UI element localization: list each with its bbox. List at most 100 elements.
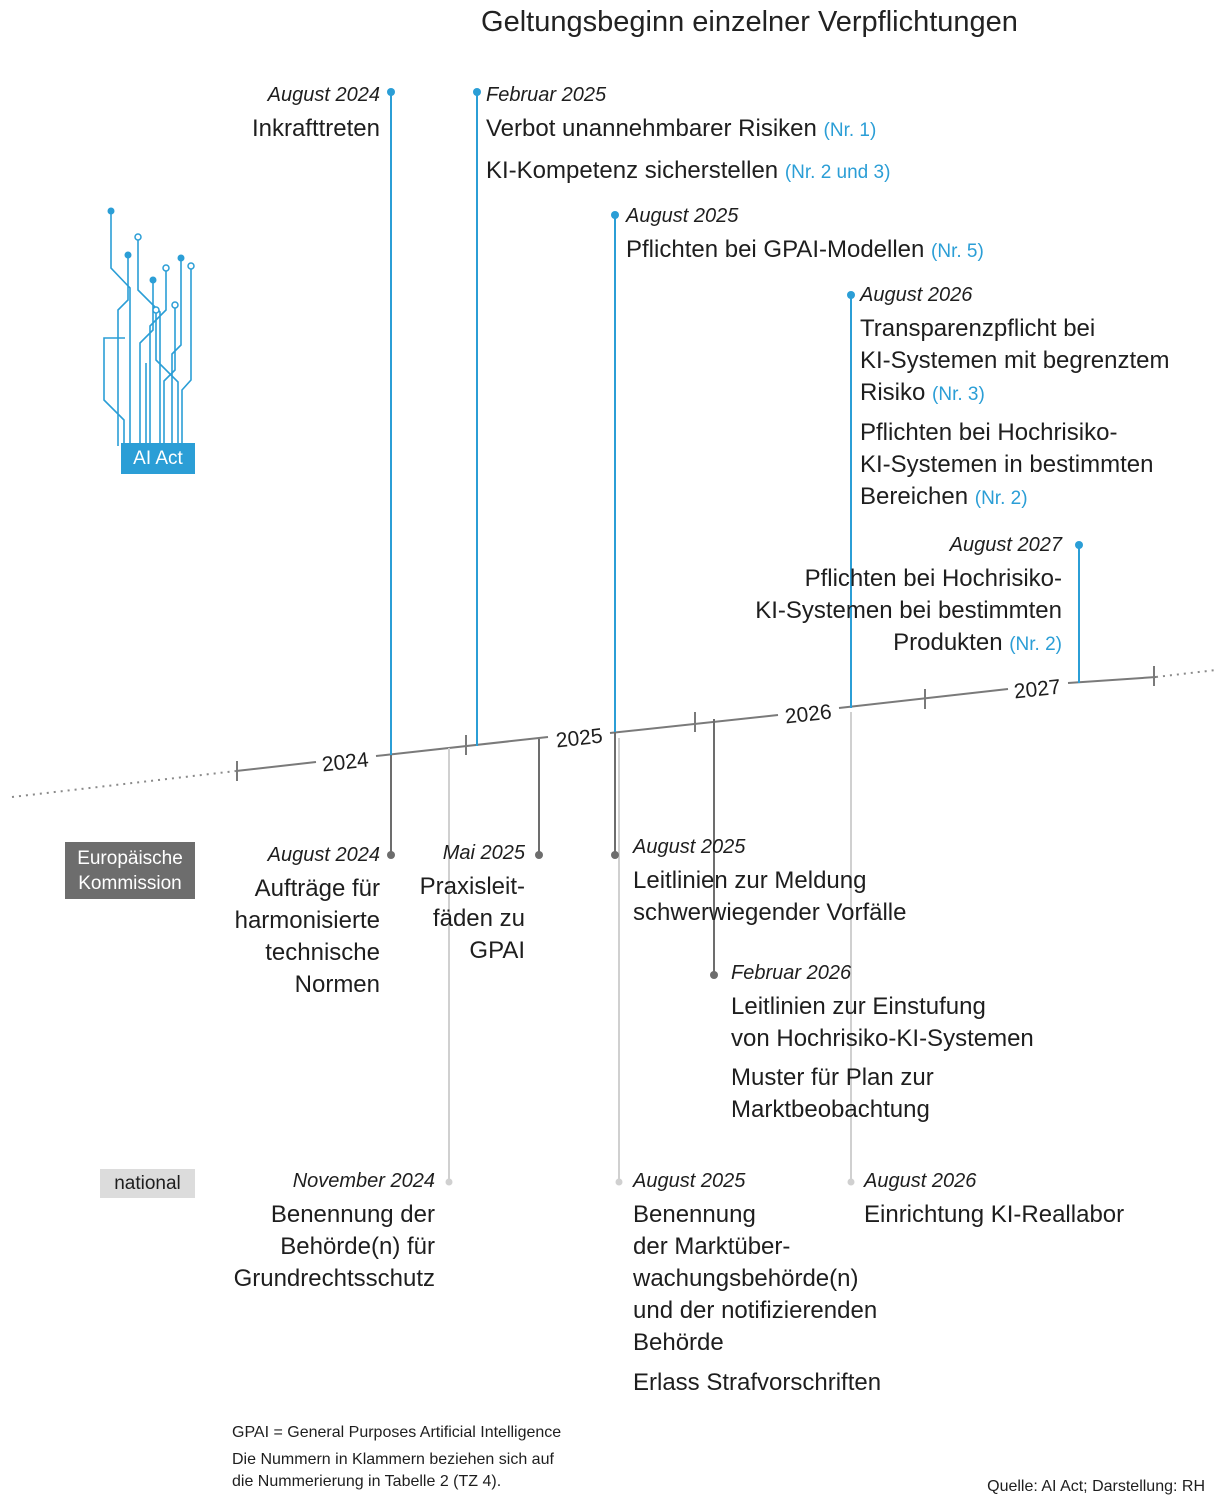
upper-text: KI-Kompetenz sicherstellen	[486, 157, 779, 184]
ec-connectors	[390, 719, 715, 973]
axis-dotted-right	[1155, 669, 1217, 678]
ec-date: August 2024	[267, 844, 380, 866]
upper-text-line: KI-Systemen bei bestimmten	[755, 597, 1062, 624]
upper-item: Pflichten bei Hochrisiko- KI-Systemen be…	[690, 563, 1062, 661]
upper-entry-feb-2025: Februar 2025 Verbot unannehmbarer Risike…	[486, 84, 890, 189]
footnotes: GPAI = General Purposes Artificial Intel…	[232, 1422, 561, 1493]
ec-text-line: harmonisierte	[234, 907, 380, 934]
row-tag-ec-label: Europäische Kommission	[77, 847, 183, 894]
national-item: Benennung der Marktüber- wachungsbehörde…	[633, 1199, 881, 1359]
row-tag-ec: Europäische Kommission	[65, 842, 195, 899]
footnote-numbers-line: Die Nummern in Klammern beziehen sich au…	[232, 1451, 554, 1468]
ai-act-logo: AI Act	[121, 443, 195, 474]
national-dot-nov-2024	[445, 1178, 453, 1186]
upper-text: Produkten	[893, 629, 1003, 656]
national-text-line: und der notifizierenden	[633, 1297, 878, 1324]
ec-dot-aug-2024	[387, 851, 395, 859]
ec-item: Leitlinien zur Einstufung von Hochrisiko…	[731, 991, 1034, 1055]
upper-text-line-with-ref: Bereichen (Nr. 2)	[860, 481, 1169, 515]
upper-text-line-with-ref: Produkten (Nr. 2)	[690, 627, 1062, 661]
upper-text-line: Transparenzpflicht bei	[860, 315, 1096, 342]
upper-text: Verbot unannehmbarer Risiken	[486, 115, 817, 142]
upper-ref: (Nr. 1)	[823, 120, 877, 141]
upper-dot-aug-2026	[847, 291, 855, 299]
upper-text: Risiko	[860, 379, 926, 406]
ec-text-line: schwerwiegender Vorfälle	[633, 899, 907, 926]
row-tag-national: national	[100, 1169, 195, 1198]
national-text-line: Behörde(n) für	[280, 1233, 435, 1260]
upper-item: Pflichten bei Hochrisiko- KI-Systemen in…	[860, 417, 1169, 515]
upper-entry-aug-2025: August 2025 Pflichten bei GPAI-Modellen …	[626, 205, 984, 268]
national-entry-nov-2024: November 2024 Benennung der Behörde(n) f…	[200, 1170, 435, 1295]
upper-entry-aug-2027: August 2027 Pflichten bei Hochrisiko- KI…	[690, 534, 1062, 661]
upper-text-line: Pflichten bei Hochrisiko-	[804, 565, 1062, 592]
national-text-line: Behörde	[633, 1329, 724, 1356]
ec-text-line: Praxisleit-	[419, 873, 525, 900]
ec-text-line: technische	[265, 939, 380, 966]
page-title: Geltungsbeginn einzelner Verpflichtungen	[481, 6, 1018, 38]
national-connectors	[448, 712, 852, 1180]
upper-connectors	[390, 92, 1080, 755]
national-text-line: Grundrechtsschutz	[233, 1265, 435, 1292]
footnote-numbers-line: die Nummerierung in Tabelle 2 (TZ 4).	[232, 1473, 502, 1490]
ec-entry-feb-2026: Februar 2026 Leitlinien zur Einstufung v…	[731, 962, 1034, 1126]
upper-text-line-with-ref: Risiko (Nr. 3)	[860, 377, 1169, 411]
year-label-2025: 2025	[554, 724, 604, 753]
national-date: August 2026	[864, 1170, 977, 1192]
national-text-line: Benennung	[633, 1201, 756, 1228]
ec-text-line: fäden zu	[432, 905, 525, 932]
upper-ref: (Nr. 5)	[931, 241, 984, 262]
upper-dot-feb-2025	[473, 88, 481, 96]
ec-dot-mai-2025	[535, 851, 543, 859]
national-entry-aug-2026: August 2026 Einrichtung KI-Reallabor	[864, 1170, 1124, 1231]
ec-text-line: Aufträge für	[254, 875, 380, 902]
ec-text-line: Normen	[294, 971, 380, 998]
ec-dot-feb-2026	[710, 971, 718, 979]
national-item: Erlass Strafvorschriften	[633, 1367, 881, 1399]
national-text-line: Benennung der	[270, 1201, 435, 1228]
upper-entry-aug-2026: August 2026 Transparenzpflicht bei KI-Sy…	[860, 284, 1169, 515]
ec-entry-mai-2025: Mai 2025 Praxisleit- fäden zu GPAI	[395, 842, 525, 967]
ec-entry-aug-2024: August 2024 Aufträge für harmonisierte t…	[180, 844, 380, 1001]
ec-dot-aug-2025	[611, 851, 619, 859]
national-date: August 2025	[633, 1170, 746, 1192]
upper-item: Pflichten bei GPAI-Modellen (Nr. 5)	[626, 234, 984, 268]
upper-dot-aug-2027	[1075, 541, 1083, 549]
ec-item: Muster für Plan zur Marktbeobachtung	[731, 1062, 1034, 1126]
row-tag-national-label: national	[114, 1173, 181, 1194]
national-text-line: der Marktüber-	[633, 1233, 791, 1260]
upper-ref: (Nr. 2)	[974, 488, 1028, 509]
national-dot-aug-2026	[847, 1178, 855, 1186]
upper-ref: (Nr. 2 und 3)	[784, 162, 891, 183]
axis-dotted-left	[11, 770, 237, 798]
ec-text-line: Marktbeobachtung	[731, 1096, 930, 1123]
ec-date: Mai 2025	[442, 842, 525, 864]
upper-ref: (Nr. 3)	[932, 384, 985, 405]
upper-item: Verbot unannehmbarer Risiken (Nr. 1)	[486, 113, 890, 147]
ec-date: Februar 2026	[731, 962, 852, 984]
footnote-gpai: GPAI = General Purposes Artificial Intel…	[232, 1424, 562, 1441]
axis-ticks	[236, 666, 1155, 781]
ai-act-circuit-nodes	[107, 207, 195, 314]
upper-date: August 2025	[626, 205, 739, 227]
ec-entry-aug-2025: August 2025 Leitlinien zur Meldung schwe…	[633, 836, 906, 929]
upper-item: KI-Kompetenz sicherstellen (Nr. 2 und 3)	[486, 155, 890, 189]
upper-dot-aug-2024	[387, 88, 395, 96]
upper-item: Transparenzpflicht bei KI-Systemen mit b…	[860, 313, 1169, 411]
national-dot-aug-2025	[615, 1178, 623, 1186]
ec-date: August 2025	[633, 836, 746, 858]
year-label-2027: 2027	[1012, 675, 1062, 704]
ai-act-logo-label: AI Act	[133, 448, 183, 469]
national-entry-aug-2025: August 2025 Benennung der Marktüber- wac…	[633, 1170, 881, 1399]
ec-text-line: Leitlinien zur Einstufung	[731, 993, 986, 1020]
upper-date: Februar 2025	[486, 84, 607, 106]
upper-text-line: KI-Systemen in bestimmten	[860, 451, 1154, 478]
upper-text: Bereichen	[860, 483, 969, 510]
ec-text-line: GPAI	[469, 937, 525, 964]
upper-text: Pflichten bei GPAI-Modellen	[626, 236, 925, 263]
upper-text-line: KI-Systemen mit begrenztem	[860, 347, 1170, 374]
ec-text-line: von Hochrisiko-KI-Systemen	[731, 1025, 1034, 1052]
year-label-2024: 2024	[320, 748, 370, 777]
upper-text: Inkrafttreten	[251, 115, 380, 142]
